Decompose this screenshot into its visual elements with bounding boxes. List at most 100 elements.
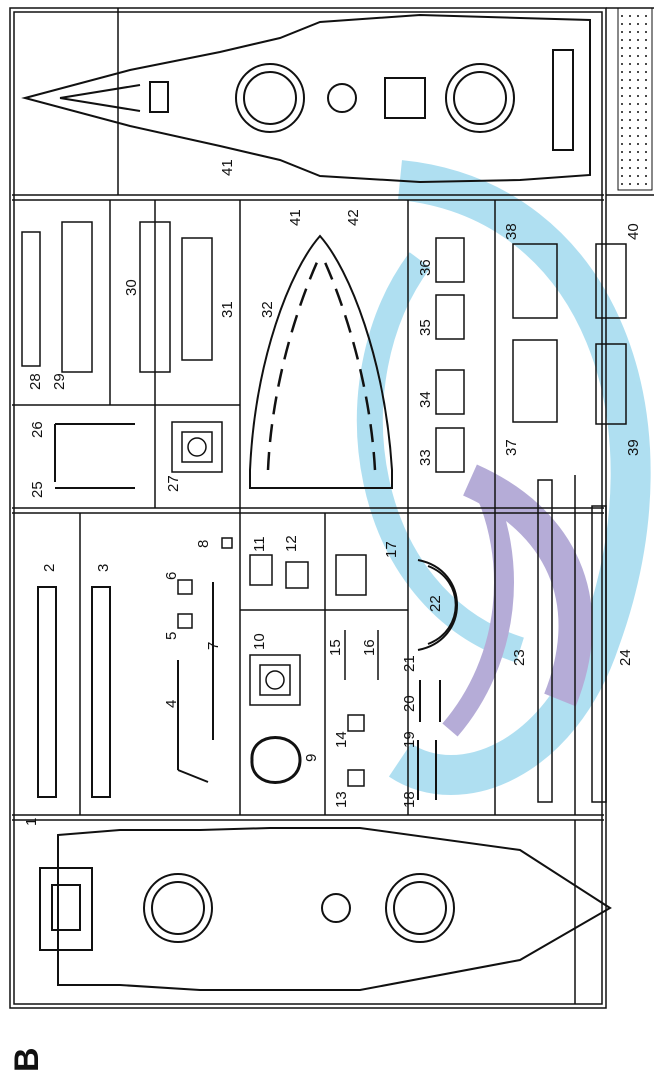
label-part-18: 18 bbox=[401, 791, 418, 808]
runner-dot bbox=[621, 15, 623, 17]
runner-dot bbox=[637, 119, 639, 121]
runner-dot bbox=[629, 175, 631, 177]
runner-dot bbox=[629, 15, 631, 17]
label-part-30: 30 bbox=[123, 279, 140, 296]
label-part-3: 3 bbox=[95, 564, 112, 572]
runner-dot bbox=[621, 143, 623, 145]
runner-dot bbox=[637, 159, 639, 161]
part-33-40-boxes bbox=[435, 237, 627, 473]
part-23-24-rails bbox=[537, 479, 607, 803]
runner-dot bbox=[629, 95, 631, 97]
label-part-12: 12 bbox=[283, 535, 300, 552]
part-10-base bbox=[249, 654, 301, 706]
label-part-1: 1 bbox=[23, 818, 40, 826]
runner-dot bbox=[637, 103, 639, 105]
runner-dot bbox=[637, 127, 639, 129]
runner-dot bbox=[645, 55, 647, 57]
runner-dot bbox=[637, 63, 639, 65]
runner-dot bbox=[645, 31, 647, 33]
runner-dot bbox=[637, 23, 639, 25]
runner-dot bbox=[645, 111, 647, 113]
runner-dot bbox=[637, 15, 639, 17]
runner-dot bbox=[637, 47, 639, 49]
runner-dot bbox=[629, 47, 631, 49]
runner-dot bbox=[629, 119, 631, 121]
runner-dot bbox=[645, 63, 647, 65]
runner-dot bbox=[637, 55, 639, 57]
runner-dot bbox=[637, 175, 639, 177]
label-part-15: 15 bbox=[327, 639, 344, 656]
runner-dot bbox=[645, 15, 647, 17]
runner-dot bbox=[621, 71, 623, 73]
runner-dot bbox=[621, 175, 623, 177]
label-part-25: 25 bbox=[29, 481, 46, 498]
part-25-26-rods bbox=[54, 423, 135, 489]
runner-dot bbox=[621, 23, 623, 25]
label-part-20: 20 bbox=[401, 695, 418, 712]
runner-dot bbox=[637, 167, 639, 169]
label-part-32: 32 bbox=[259, 301, 276, 318]
label-part-19: 19 bbox=[401, 731, 418, 748]
label-part-37: 37 bbox=[503, 439, 520, 456]
runner-dot bbox=[629, 111, 631, 113]
runner-dot bbox=[629, 167, 631, 169]
label-part-8: 8 bbox=[195, 540, 212, 548]
part-22-arc bbox=[417, 559, 458, 651]
runner-dot bbox=[629, 159, 631, 161]
label-part-33: 33 bbox=[417, 449, 434, 466]
label-part-21: 21 bbox=[401, 655, 418, 672]
label-part-41-deck: 41 bbox=[219, 159, 236, 176]
label-part-34: 34 bbox=[417, 391, 434, 408]
runner-dot bbox=[645, 159, 647, 161]
runner-dot bbox=[637, 111, 639, 113]
runner-dot bbox=[645, 103, 647, 105]
part-4-7-rods bbox=[177, 582, 214, 783]
label-part-26: 26 bbox=[29, 421, 46, 438]
runner-dot bbox=[621, 183, 623, 185]
runner-dot bbox=[637, 135, 639, 137]
label-part-24: 24 bbox=[617, 649, 634, 666]
label-part-42: 42 bbox=[345, 209, 362, 226]
dotted-runner bbox=[617, 7, 653, 191]
runner-dot bbox=[645, 151, 647, 153]
label-part-4: 4 bbox=[163, 700, 180, 708]
runner-dot bbox=[621, 151, 623, 153]
label-part-29: 29 bbox=[51, 373, 68, 390]
label-part-7: 7 bbox=[205, 642, 222, 650]
runner-dot bbox=[645, 183, 647, 185]
runner-dot bbox=[621, 167, 623, 169]
runner-dot bbox=[621, 103, 623, 105]
part-28-31-panels bbox=[21, 221, 213, 373]
runner-dot bbox=[637, 151, 639, 153]
runner-dot bbox=[637, 79, 639, 81]
part-41-upper-deck bbox=[21, 13, 591, 184]
label-part-6: 6 bbox=[163, 572, 180, 580]
runner-dot bbox=[621, 47, 623, 49]
runner-dot bbox=[645, 95, 647, 97]
runner-dot bbox=[629, 55, 631, 57]
runner-dot bbox=[621, 87, 623, 89]
runner-dot bbox=[637, 183, 639, 185]
part-27-base bbox=[171, 421, 223, 473]
label-part-39: 39 bbox=[625, 439, 642, 456]
label-part-16: 16 bbox=[361, 639, 378, 656]
runner-dot bbox=[645, 127, 647, 129]
runner-dot bbox=[629, 71, 631, 73]
runner-dot bbox=[645, 119, 647, 121]
runner-dot bbox=[637, 87, 639, 89]
runner-dot bbox=[629, 135, 631, 137]
runner-dot bbox=[629, 103, 631, 105]
runner-dot bbox=[629, 183, 631, 185]
label-part-5: 5 bbox=[163, 632, 180, 640]
runner-dot bbox=[645, 143, 647, 145]
label-part-22: 22 bbox=[427, 595, 444, 612]
part-1-main-deck bbox=[39, 827, 612, 991]
sheet-letter: B bbox=[8, 1047, 46, 1072]
runner-dot bbox=[621, 55, 623, 57]
runner-dot bbox=[637, 31, 639, 33]
runner-dot bbox=[621, 111, 623, 113]
label-part-40: 40 bbox=[625, 223, 642, 240]
label-part-17: 17 bbox=[383, 541, 400, 558]
runner-dot bbox=[637, 143, 639, 145]
part-2-3-strips bbox=[37, 586, 111, 798]
